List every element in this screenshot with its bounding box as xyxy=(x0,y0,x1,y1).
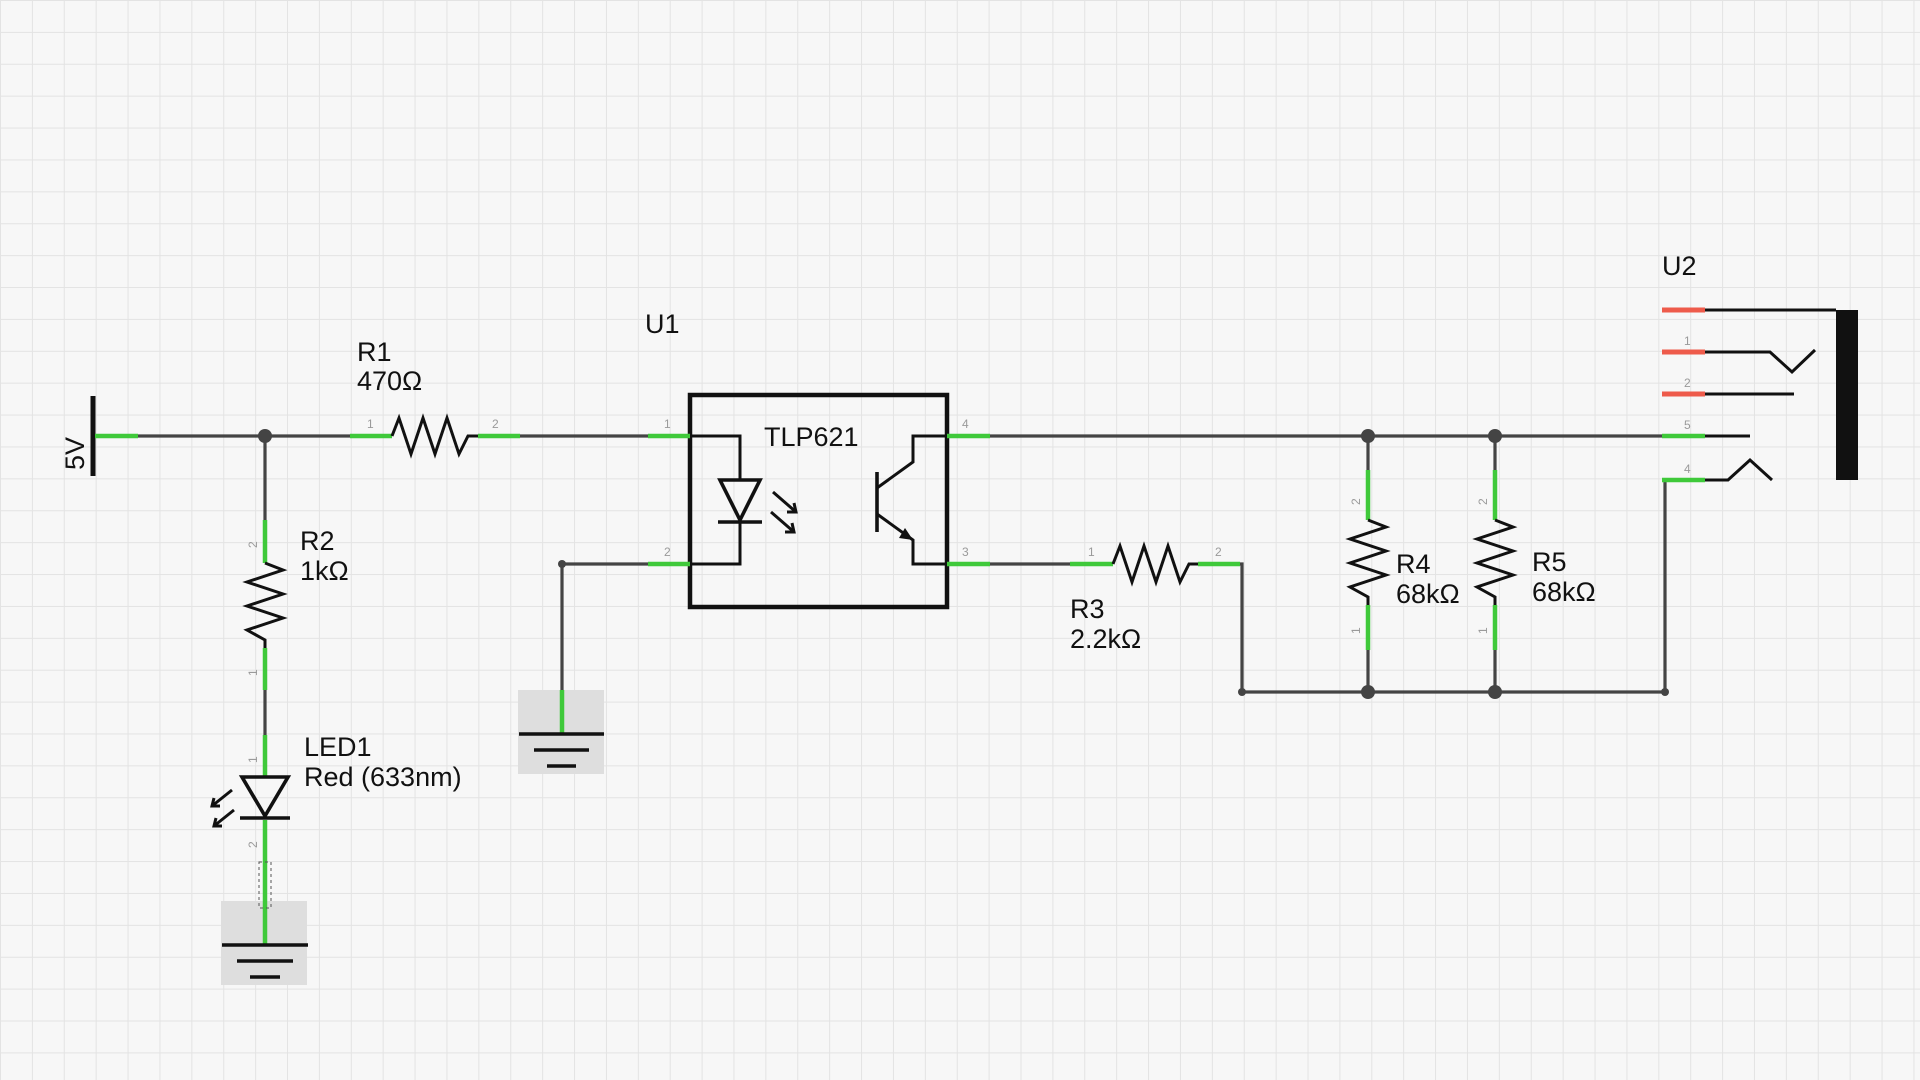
bend-point xyxy=(558,560,566,568)
led1-triangle xyxy=(238,775,292,820)
r4-pin1-number: 1 xyxy=(1349,627,1363,634)
junction-node xyxy=(1488,685,1502,699)
junction-node xyxy=(1488,429,1502,443)
led1-value: Red (633nm) xyxy=(304,762,462,792)
r4-body xyxy=(1345,518,1391,605)
r1-pin1-number: 1 xyxy=(367,417,374,431)
u2-body-bar xyxy=(1836,310,1858,480)
u1-part: TLP621 xyxy=(764,422,859,452)
led-led1[interactable]: 1 2 LED1 Red (633nm) xyxy=(210,732,462,862)
r5-value: 68kΩ xyxy=(1532,577,1596,607)
supply-label: 5V xyxy=(60,437,90,470)
r5-pin2-number: 2 xyxy=(1476,498,1490,505)
u1-led-triangle xyxy=(717,478,763,525)
junction-node xyxy=(1361,429,1375,443)
led1-pin2-number: 2 xyxy=(246,841,260,848)
u2-pin4-number: 4 xyxy=(1684,462,1691,476)
wire-r3-bottom-rail[interactable] xyxy=(1238,562,1244,694)
r1-body xyxy=(390,413,478,459)
u2-tip-contact xyxy=(1705,348,1817,375)
wires xyxy=(136,434,1667,737)
r4-value: 68kΩ xyxy=(1396,579,1460,609)
bend-point xyxy=(1661,688,1669,696)
u1-led-cathode-lead xyxy=(690,522,742,566)
led1-emission-arrows-icon xyxy=(210,788,235,828)
u1-transistor-emitter xyxy=(876,512,947,566)
r5-body xyxy=(1472,518,1518,605)
led1-pin1-number: 1 xyxy=(246,756,260,763)
optocoupler-u1[interactable]: 1 2 4 3 TLP621 U1 xyxy=(645,309,990,610)
u1-pin2-number: 2 xyxy=(664,545,671,559)
r1-value: 470Ω xyxy=(357,366,422,396)
u2-pin2-number: 2 xyxy=(1684,376,1691,390)
r1-pin2-number: 2 xyxy=(492,417,499,431)
r1-ref: R1 xyxy=(357,337,392,367)
r4-ref: R4 xyxy=(1396,549,1431,579)
wire-select-handle[interactable] xyxy=(258,861,272,909)
r5-ref: R5 xyxy=(1532,547,1567,577)
u2-pin5-number: 5 xyxy=(1684,418,1691,432)
u1-body xyxy=(687,392,950,610)
r3-value: 2.2kΩ xyxy=(1070,624,1141,654)
r3-pin1-number: 1 xyxy=(1088,545,1095,559)
resistor-r5[interactable]: 2 1 R5 68kΩ xyxy=(1472,470,1596,650)
r3-ref: R3 xyxy=(1070,594,1105,624)
u1-transistor-collector xyxy=(876,434,947,490)
resistor-r4[interactable]: 2 1 R4 68kΩ xyxy=(1345,470,1460,650)
bend-point xyxy=(1238,688,1246,696)
resistor-r3[interactable]: 1 2 R3 2.2kΩ xyxy=(1070,541,1240,654)
r2-ref: R2 xyxy=(300,526,335,556)
u1-led-leads xyxy=(690,434,742,480)
ground-led1[interactable] xyxy=(221,861,308,985)
r2-pin1-number: 1 xyxy=(246,669,260,676)
u2-switch-spring xyxy=(1705,457,1774,482)
u2-pin1-number: 1 xyxy=(1684,334,1691,348)
u1-transistor-arrow xyxy=(899,528,913,540)
resistor-r2[interactable]: 2 1 R2 1kΩ xyxy=(242,520,349,690)
u1-pin4-number: 4 xyxy=(962,417,969,431)
r5-pin1-number: 1 xyxy=(1476,627,1490,634)
junction-node xyxy=(1361,685,1375,699)
r2-value: 1kΩ xyxy=(300,556,349,586)
r3-pin2-number: 2 xyxy=(1215,545,1222,559)
r3-body xyxy=(1111,541,1198,587)
audio-jack-u2[interactable]: 1 2 5 4 U2 xyxy=(1662,251,1858,483)
r2-body xyxy=(242,561,288,648)
led1-ref: LED1 xyxy=(304,732,372,762)
junction-nodes xyxy=(258,429,1669,699)
resistor-r1[interactable]: 1 2 R1 470Ω xyxy=(350,337,520,459)
power-supply-5v[interactable]: 5V xyxy=(60,396,138,476)
junction-node xyxy=(258,429,272,443)
r2-pin2-number: 2 xyxy=(246,541,260,548)
u1-emission-arrows-icon xyxy=(770,490,798,534)
ground-u1[interactable] xyxy=(518,690,604,774)
r4-pin2-number: 2 xyxy=(1349,498,1363,505)
u1-pin1-number: 1 xyxy=(664,417,671,431)
u2-ref: U2 xyxy=(1662,251,1697,281)
u1-pin3-number: 3 xyxy=(962,545,969,559)
u1-ref: U1 xyxy=(645,309,680,339)
